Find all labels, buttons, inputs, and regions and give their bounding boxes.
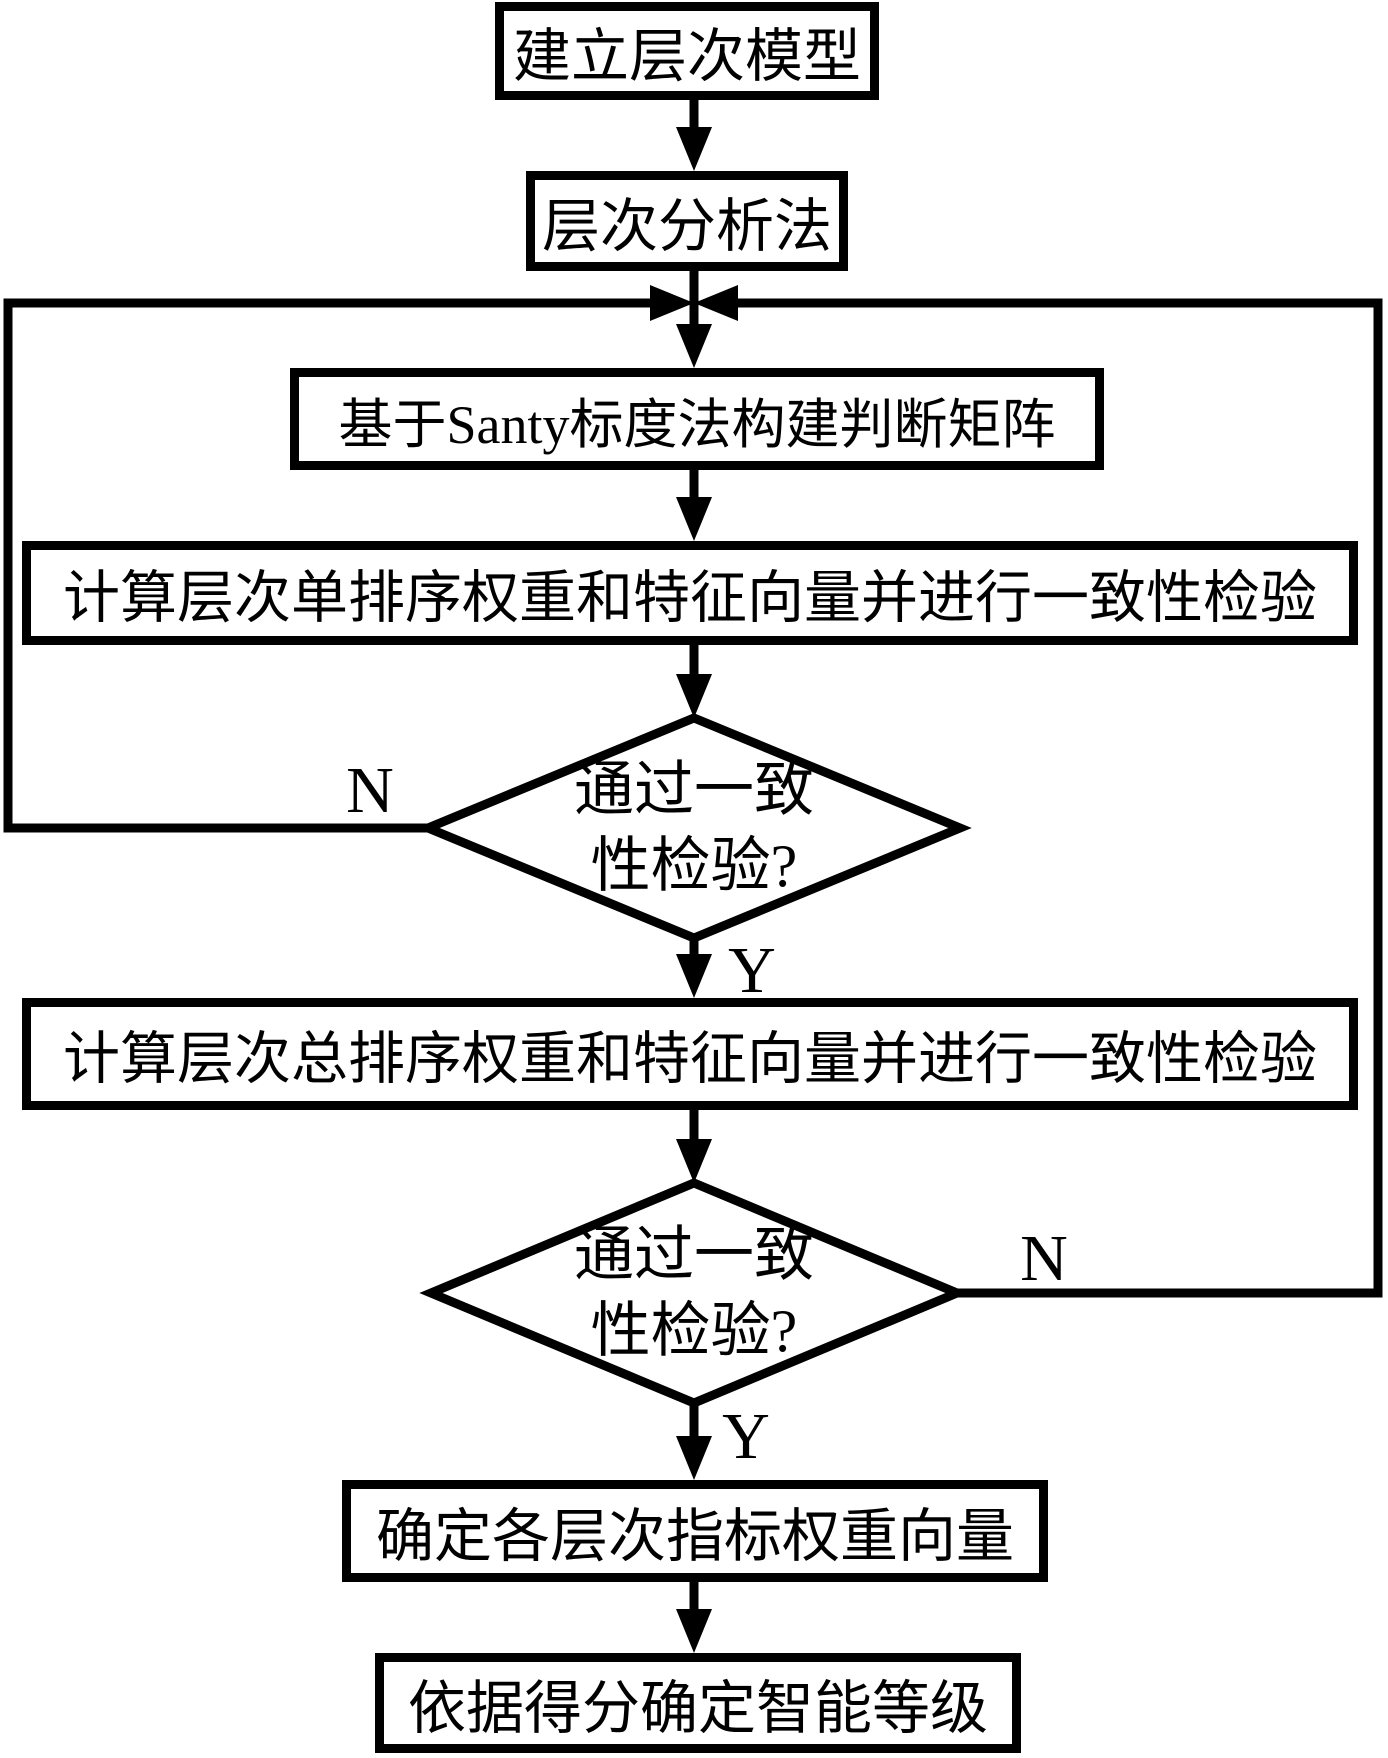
- decision-2-label-line1: 通过一致: [574, 1222, 814, 1288]
- arrowhead-left-junction: [694, 285, 738, 321]
- node-build-judgment-matrix: 基于Santy标度法构建判断矩阵: [290, 368, 1104, 470]
- decision-2-label: 通过一致 性检验?: [484, 1217, 904, 1369]
- arrowhead-down-into-grade: [676, 1609, 712, 1653]
- node-determine-intelligence-grade: 依据得分确定智能等级: [375, 1653, 1021, 1753]
- arrowhead-down-into-decision1: [676, 674, 712, 718]
- decision-2-label-line2: 性检验?: [590, 1298, 798, 1364]
- decision-2-diamond: [419, 1178, 969, 1408]
- node-total-ranking-consistency: 计算层次总排序权重和特征向量并进行一致性检验: [22, 998, 1358, 1110]
- node-establish-hierarchy-model-label: 建立层次模型: [512, 24, 861, 89]
- branch-label-decision1-no: N: [346, 754, 394, 827]
- node-determine-intelligence-grade-label: 依据得分确定智能等级: [407, 1676, 988, 1741]
- node-determine-weight-vectors-label: 确定各层次指标权重向量: [375, 1504, 1014, 1569]
- arrowhead-down-into-santy: [676, 324, 712, 368]
- decision-1-label-line2: 性检验?: [590, 833, 798, 899]
- arrowhead-down-into-single: [676, 497, 712, 541]
- edge-feedback-left: [3, 298, 652, 833]
- node-total-ranking-consistency-label: 计算层次总排序权重和特征向量并进行一致性检验: [63, 1028, 1317, 1091]
- node-establish-hierarchy-model: 建立层次模型: [495, 2, 879, 100]
- arrowhead-down-into-weights: [676, 1436, 712, 1480]
- branch-label-decision1-yes: Y: [728, 934, 776, 1007]
- decision-1-diamond: [416, 713, 972, 943]
- branch-label-decision2-no: N: [1020, 1222, 1068, 1295]
- node-determine-weight-vectors: 确定各层次指标权重向量: [342, 1480, 1048, 1582]
- decision-1-label: 通过一致 性检验?: [484, 752, 904, 904]
- arrowhead-down-into-total: [676, 954, 712, 998]
- node-build-judgment-matrix-label: 基于Santy标度法构建判断矩阵: [338, 394, 1056, 455]
- decision-1-label-line1: 通过一致: [574, 757, 814, 823]
- node-ahp-method: 层次分析法: [526, 171, 848, 271]
- arrowhead-down-into-ahp: [676, 127, 712, 171]
- arrowhead-down-into-decision2: [676, 1139, 712, 1183]
- arrowhead-right-junction: [650, 285, 694, 321]
- node-single-ranking-consistency: 计算层次单排序权重和特征向量并进行一致性检验: [22, 541, 1358, 645]
- node-ahp-method-label: 层次分析法: [541, 194, 832, 259]
- edge-feedback-right: [736, 298, 1383, 1298]
- node-single-ranking-consistency-label: 计算层次单排序权重和特征向量并进行一致性检验: [63, 567, 1317, 630]
- branch-label-decision2-yes: Y: [722, 1400, 770, 1473]
